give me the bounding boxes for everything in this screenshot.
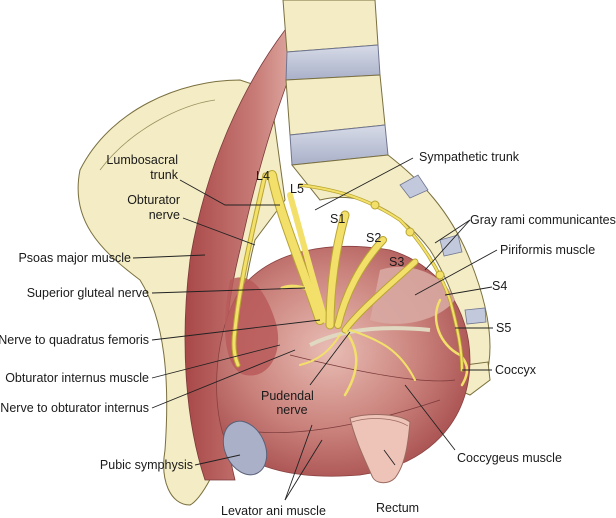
label-l5: L5 — [290, 182, 304, 196]
label-piriformis: Piriformis muscle — [500, 243, 595, 257]
label-rectum: Rectum — [376, 501, 419, 515]
ilium-crest-line — [99, 99, 216, 171]
label-coccyx: Coccyx — [495, 363, 537, 377]
label-pudendal-2: nerve — [276, 403, 307, 417]
label-obturator-internus-muscle: Obturator internus muscle — [5, 371, 149, 385]
label-gray-rami: Gray rami communicantes — [470, 213, 616, 227]
pelvic-contour-line — [239, 399, 441, 433]
label-superior-gluteal: Superior gluteal nerve — [27, 286, 149, 300]
label-s5: S5 — [496, 321, 511, 335]
label-lumbosacral-trunk-1: Lumbosacral — [106, 153, 178, 167]
label-obturator-nerve-1: Obturator — [127, 193, 180, 207]
sacral-disc-3 — [464, 307, 487, 325]
label-obturator-nerve-2: nerve — [149, 208, 180, 222]
label-l4: L4 — [256, 169, 270, 183]
labels: Lumbosacral trunk Obturator nerve Psoas … — [0, 150, 616, 518]
label-levator-ani: Levator ani muscle — [221, 504, 326, 518]
rectum-rim — [351, 418, 409, 427]
sacral-disc-1 — [399, 174, 429, 199]
label-s4: S4 — [492, 279, 507, 293]
label-pudendal-1: Pudendal — [261, 389, 314, 403]
lumbar-spine — [282, 0, 389, 166]
label-psoas-major: Psoas major muscle — [18, 251, 131, 265]
label-coccygeus: Coccygeus muscle — [457, 451, 562, 465]
label-pubic-symphysis: Pubic symphysis — [100, 458, 193, 472]
pudendal-nerve — [343, 328, 358, 397]
leader-lines — [132, 157, 498, 501]
pubic-symphysis — [222, 420, 268, 476]
psoas-major-muscle — [184, 29, 301, 481]
ischial-spine — [309, 326, 431, 347]
label-s1: S1 — [330, 212, 345, 226]
label-s3: S3 — [389, 255, 404, 269]
superior-gluteal-nerve — [280, 284, 312, 292]
label-sympathetic-trunk: Sympathetic trunk — [419, 150, 520, 164]
label-lumbosacral-trunk-2: trunk — [150, 168, 179, 182]
sympathetic-ganglion — [370, 200, 380, 210]
label-nerve-obturator-internus: Nerve to obturator internus — [0, 401, 149, 415]
label-quadratus-femoris: Nerve to quadratus femoris — [0, 333, 149, 347]
rectum — [349, 414, 411, 484]
label-s2: S2 — [366, 231, 381, 245]
pelvic-contour-line-2 — [289, 354, 456, 382]
